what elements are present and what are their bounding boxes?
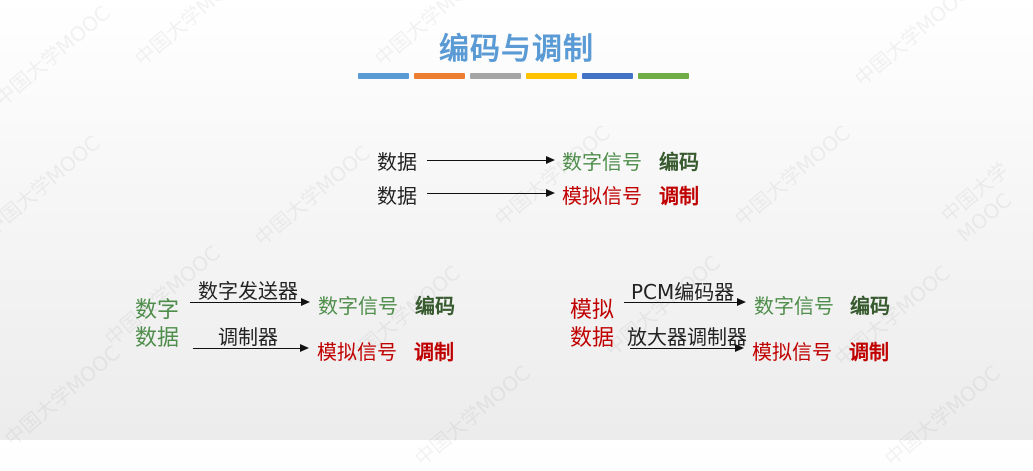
title-divider bbox=[358, 73, 689, 79]
left-target2: 模拟信号 bbox=[317, 340, 397, 364]
right-arrow2-label: 放大器调制器 bbox=[627, 325, 747, 349]
watermark-text: 中国大学MOOC bbox=[0, 340, 125, 451]
left-arrow2-label: 调制器 bbox=[218, 325, 278, 349]
right-arrow2 bbox=[630, 344, 744, 352]
top-row2-arrow bbox=[427, 189, 555, 197]
watermark-text: 中国大学MOOC bbox=[409, 360, 535, 471]
top-row2-label: 调制 bbox=[659, 184, 699, 208]
right-source-line1: 模拟 bbox=[570, 298, 615, 323]
watermark-text: 中国大学MOOC bbox=[729, 120, 855, 231]
watermark-text: 中国大学MOOC bbox=[829, 260, 955, 371]
left-label2: 调制 bbox=[414, 340, 454, 364]
divider-bar-orange bbox=[414, 73, 465, 79]
left-label1: 编码 bbox=[415, 294, 455, 318]
watermark-text: 中国大学MOOC bbox=[936, 157, 1016, 247]
watermark-text: 中国大学MOOC bbox=[249, 140, 375, 251]
divider-bar-blue bbox=[358, 73, 409, 79]
divider-bar-yellow bbox=[526, 73, 577, 79]
top-row1-target: 数字信号 bbox=[562, 150, 642, 174]
divider-bar-gray bbox=[470, 73, 521, 79]
left-arrow2 bbox=[193, 344, 309, 352]
right-target2: 模拟信号 bbox=[752, 340, 832, 364]
watermark-text: 中国大学MOOC bbox=[879, 360, 1005, 471]
left-source-line2: 数据 bbox=[135, 326, 180, 351]
left-target1: 数字信号 bbox=[318, 294, 398, 318]
left-arrow1 bbox=[190, 298, 310, 306]
divider-bar-green bbox=[638, 73, 689, 79]
top-row2-source: 数据 bbox=[377, 184, 417, 208]
top-row1-source: 数据 bbox=[377, 150, 417, 174]
page-title: 编码与调制 bbox=[439, 32, 594, 67]
right-label1: 编码 bbox=[850, 294, 890, 318]
left-arrow1-label: 数字发送器 bbox=[198, 279, 298, 303]
top-row1-label: 编码 bbox=[659, 150, 699, 174]
right-arrow1-label: PCM编码器 bbox=[631, 280, 735, 304]
top-row2-target: 模拟信号 bbox=[562, 184, 642, 208]
right-source-line2: 数据 bbox=[570, 326, 615, 351]
left-source-line1: 数字 bbox=[135, 298, 180, 323]
right-arrow1 bbox=[624, 298, 746, 306]
top-row1-arrow bbox=[427, 156, 555, 164]
watermark-text: 中国大学MOOC bbox=[0, 130, 105, 241]
right-target1: 数字信号 bbox=[754, 294, 834, 318]
divider-bar-darkblue bbox=[582, 73, 633, 79]
right-label2: 调制 bbox=[849, 340, 889, 364]
